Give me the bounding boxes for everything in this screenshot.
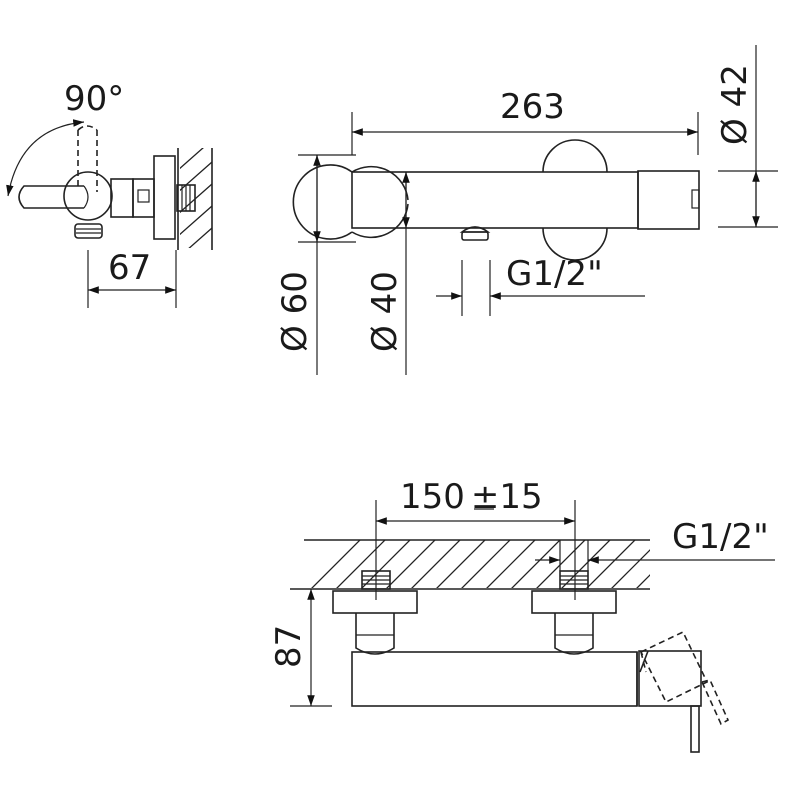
body-diameter-label: Ø 42 [715,64,755,145]
bar-diameter-label: Ø 40 [365,271,405,352]
height-label: 87 [269,625,309,668]
side-view: 90° [6,79,213,308]
top-view: 263 Ø 60 Ø 40 Ø 42 [275,45,778,375]
mixer-body-front [351,651,638,707]
length-label: 263 [500,87,565,127]
rotation-label: 90° [64,79,124,119]
lever-raised-dashed [77,125,98,192]
inlet-thread-label: G1/2" [672,517,769,557]
centers-label: 150±15 [400,477,543,517]
rotation-arc [6,119,85,197]
outlet-thread-label: G1/2" [506,254,603,294]
lever-rotated-dashed [639,630,709,704]
front-view: 150±15 [269,477,775,753]
lever-front [690,705,700,753]
wall-hatch-front [290,539,650,590]
wall-hatch-side [177,148,213,250]
handle-hub [63,171,113,221]
lever-horizontal [18,185,84,209]
end-diameter-label: Ø 60 [275,271,315,352]
end-cap-circle [292,164,353,240]
depth-label: 67 [108,248,151,288]
mixer-body-bar [351,171,639,229]
